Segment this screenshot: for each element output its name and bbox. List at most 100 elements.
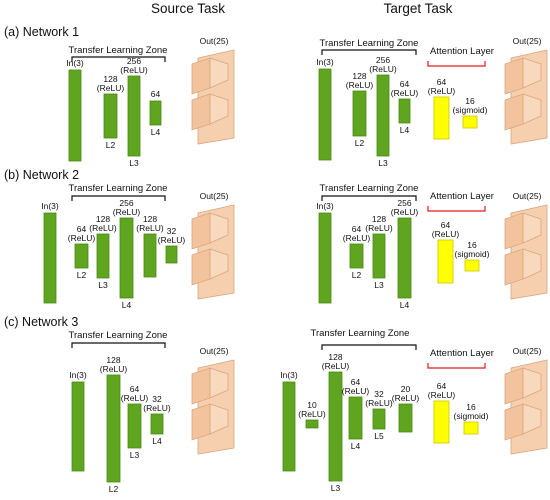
network-3-source-layer-1-tag: L2 [109, 484, 119, 494]
network-3-source-zone-bracket [71, 342, 166, 348]
network-2-target-input-layer [318, 212, 332, 304]
network-2-source-zone-bracket [71, 195, 166, 201]
network-1-source-layer-1-tag: L2 [106, 140, 116, 150]
network-1-source-input-layer [68, 69, 82, 162]
network-1-target-layer-1-tag: L2 [355, 138, 365, 148]
network-2-target-layer-1-tag: L2 [352, 270, 362, 280]
network-1-source-layer-1-activation: (ReLU) [97, 83, 125, 93]
network-1-attention-bracket [427, 61, 486, 67]
network-2-source-layer-5-activation: (ReLU) [158, 235, 186, 245]
network-3-attention-bracket [427, 363, 486, 369]
network-3-source-layer-1-units: 128 [106, 355, 120, 365]
network-1-source-layer-2 [127, 75, 141, 157]
network-1-target-output: Out(25) [504, 36, 548, 145]
network-1-source-zone-bracket [71, 56, 166, 62]
network-1-attention-layer-2 [462, 115, 478, 129]
network-1-target-layer-3-units: 64 [400, 79, 410, 89]
network-1-target-layer-2-activation: (ReLU) [369, 64, 397, 74]
network-3-source-layer-3-activation: (ReLU) [143, 403, 171, 413]
network-3-source-layer-2 [127, 403, 142, 449]
network-1-source-layer-2-units: 256 [127, 56, 141, 66]
network-1-attention-layer-2-units: 16 [465, 96, 475, 106]
network-2-target-layer-3-units: 256 [397, 198, 411, 208]
network-3-source-layer-2-tag: L3 [130, 450, 140, 460]
network-2-target-layer-2-activation: (ReLU) [365, 223, 393, 233]
network-1-target-zone-label: Transfer Learning Zone [320, 38, 419, 49]
network-2-target-output: Out(25) [504, 191, 548, 300]
network-1-title: (a) Network 1 [4, 25, 79, 39]
network-1-source-layer-3 [149, 100, 162, 126]
network-3-target-layer-5-units: 20 [401, 384, 411, 394]
network-2-target-output-label: Out(25) [513, 191, 542, 201]
network-2-target-layer-3-activation: (ReLU) [391, 207, 419, 217]
network-2-source-layer-1-tag: L2 [77, 270, 87, 280]
network-2-target-layer-3 [397, 217, 412, 299]
network-2-source-layer-2 [96, 233, 110, 279]
network-3-attention-layer-1 [433, 400, 450, 444]
network-1-target-zone-bracket [321, 49, 417, 55]
network-1-attention-layer-1-units: 64 [437, 77, 447, 87]
network-1-source-layer-1-units: 128 [103, 74, 117, 84]
network-2-target-layer-1-units: 64 [352, 224, 362, 234]
network-3-attention-layer-1-units: 64 [437, 381, 447, 391]
network-3-attention-layer-2 [463, 421, 479, 435]
network-3-target-layer-3-activation: (ReLU) [342, 386, 370, 396]
network-2-attention-layer-1-activation: (ReLU) [432, 229, 460, 239]
network-2-source-layer-3-tag: L4 [122, 300, 132, 310]
network-1-target-layer-2-tag: L3 [378, 158, 388, 168]
network-2-source-layer-3-units: 256 [119, 198, 133, 208]
network-3-target-input-layer-label: In(3) [280, 370, 298, 380]
network-1-attention-layer-1-activation: (ReLU) [428, 86, 456, 96]
network-3-attention-label: Attention Layer [430, 348, 494, 359]
network-2-attention-layer-1 [437, 239, 454, 284]
network-2-source-zone-label: Transfer Learning Zone [69, 183, 168, 194]
network-3-target-layer-1 [305, 419, 319, 429]
network-3-title: (c) Network 3 [4, 315, 78, 329]
network-3-target-layer-5 [398, 403, 413, 433]
network-2-target-input-layer-label: In(3) [316, 201, 334, 211]
network-3-source-layer-2-activation: (ReLU) [121, 393, 149, 403]
network-2-source-layer-1-units: 64 [77, 224, 87, 234]
network-2-target-layer-2-units: 128 [372, 214, 386, 224]
network-2-attention-label: Attention Layer [430, 191, 494, 202]
network-1-target-output-label: Out(25) [513, 36, 542, 46]
network-2-target-layer-1-activation: (ReLU) [343, 233, 371, 243]
network-3-source-zone-label: Transfer Learning Zone [69, 330, 168, 341]
network-3-target-layer-2-units: 128 [328, 352, 342, 362]
network-1-attention-label: Attention Layer [430, 46, 494, 57]
network-3-target-layer-2-tag: L3 [331, 483, 341, 493]
network-3-source-output-label: Out(25) [200, 346, 229, 356]
network-3-target-output-label: Out(25) [513, 346, 542, 356]
network-1-source-output-label: Out(25) [200, 36, 229, 46]
network-2-source-layer-5-units: 32 [167, 226, 177, 236]
network-2-source-layer-2-tag: L3 [98, 280, 108, 290]
network-1-target-layer-2 [376, 74, 390, 157]
network-3-attention-layer-2-units: 16 [466, 402, 476, 412]
network-3-source-input-layer [71, 381, 85, 472]
network-1-source-layer-3-units: 64 [151, 89, 161, 99]
network-2-source-layer-4-activation: (ReLU) [136, 223, 164, 233]
network-3-target-layer-5-activation: (ReLU) [392, 393, 420, 403]
network-3-target-layer-4-activation: (ReLU) [365, 398, 393, 408]
network-3-source-layer-3-units: 32 [152, 394, 162, 404]
network-1-target-input-layer [318, 68, 332, 161]
network-2-source-layer-4-units: 128 [143, 214, 157, 224]
network-2-attention-bracket [427, 206, 486, 212]
network-1-source-output: Out(25) [191, 36, 235, 145]
network-3-target-layer-4-tag: L5 [374, 431, 384, 441]
network-2-attention-layer-2-units: 16 [467, 240, 477, 250]
network-2-source-input-layer [43, 212, 57, 304]
network-3-target-layer-2 [328, 371, 343, 482]
network-3-source-input-layer-label: In(3) [69, 370, 87, 380]
network-1-target-input-layer-label: In(3) [316, 57, 334, 67]
network-2-source-layer-5 [165, 245, 178, 264]
network-1-source-layer-3-tag: L4 [151, 127, 161, 137]
network-2-source-layer-2-units: 128 [96, 214, 110, 224]
network-3-attention-layer-2-activation: (sigmoid) [454, 411, 489, 421]
network-3-source-layer-3 [150, 413, 164, 435]
network-3-target-layer-1-units: 10 [307, 400, 317, 410]
network-3-source-layer-3-tag: L4 [152, 436, 162, 446]
network-3-target-layer-1-activation: (ReLU) [298, 409, 326, 419]
network-2-target-layer-3-tag: L4 [400, 300, 410, 310]
